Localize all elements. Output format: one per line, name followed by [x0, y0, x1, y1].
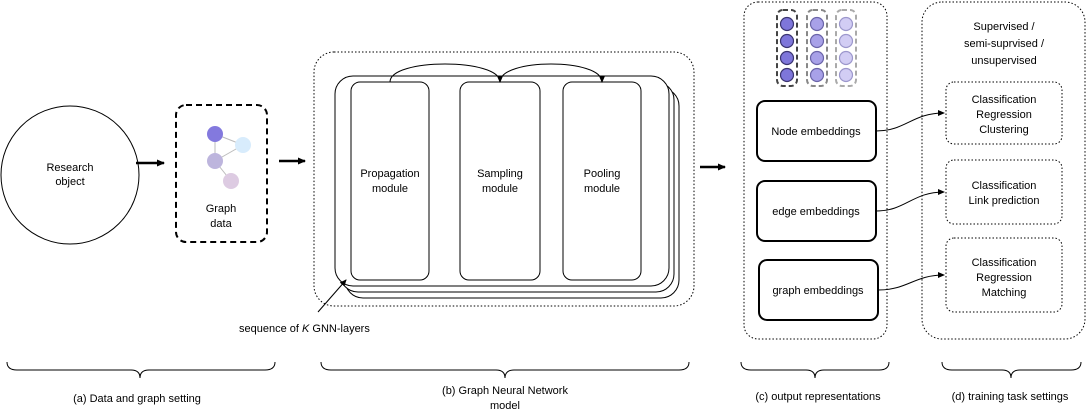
arrow-node-to-task: [875, 110, 945, 132]
node-task-3: Clustering: [979, 124, 1029, 136]
graph-task-1: Classification: [972, 257, 1037, 269]
edge-embeddings-box: edge embeddings: [756, 180, 877, 242]
edge-task-box: Classification Link prediction: [945, 159, 1063, 225]
caption-c: (c) output representations: [755, 391, 881, 403]
task-header-line1: Supervised /: [973, 21, 1035, 33]
edge-task-1: Classification: [972, 180, 1037, 192]
graph-node-purple: [207, 126, 223, 142]
caption-b-line2: model: [490, 400, 520, 412]
arrow-edge-to-task: [875, 189, 945, 212]
task-header-line2: semi-suprvised /: [964, 38, 1045, 50]
graph-embeddings-label: graph embeddings: [772, 285, 864, 297]
research-object-line2: object: [55, 176, 84, 188]
sampling-line1: Sampling: [477, 168, 523, 180]
sequence-pointer: [317, 279, 347, 313]
node-embeddings-label: Node embeddings: [771, 126, 861, 138]
graph-data-box: Graph data: [175, 104, 268, 243]
propagation-module: Propagation module: [350, 81, 430, 281]
brace-data-setting: [6, 361, 276, 379]
arrow-graph-to-task: [877, 272, 945, 291]
brace-task: [941, 361, 1082, 379]
edge-embeddings-label: edge embeddings: [772, 206, 860, 218]
node-task-1: Classification: [972, 94, 1037, 106]
sampling-module: Sampling module: [459, 81, 541, 281]
pooling-line1: Pooling: [584, 168, 621, 180]
graph-data-line2: data: [210, 218, 232, 230]
caption-a: (a) Data and graph setting: [73, 393, 201, 405]
graph-node-blue: [235, 137, 251, 153]
research-object: Research object: [0, 105, 140, 245]
pooling-module: Pooling module: [562, 81, 642, 281]
graph-task-3: Matching: [982, 287, 1027, 299]
graph-data-line1: Graph: [206, 203, 237, 215]
graph-node-lavender: [207, 153, 223, 169]
brace-gnn-model: [320, 361, 690, 379]
arrow-propagation-to-sampling: [389, 63, 503, 83]
node-task-box: Classification Regression Clustering: [945, 81, 1063, 145]
propagation-line2: module: [372, 183, 408, 195]
node-task-2: Regression: [976, 109, 1032, 121]
edge-task-2: Link prediction: [969, 195, 1040, 207]
caption-b-line1: (b) Graph Neural Network: [442, 385, 568, 397]
node-embeddings-box: Node embeddings: [756, 100, 877, 162]
graph-task-box: Classification Regression Matching: [945, 237, 1063, 313]
task-header-line3: unsupervised: [971, 55, 1036, 67]
pooling-line2: module: [584, 183, 620, 195]
sequence-note: sequence of K GNN-layers: [239, 323, 370, 335]
graph-task-2: Regression: [976, 272, 1032, 284]
task-header: Supervised / semi-suprvised / unsupervis…: [964, 21, 1045, 67]
arrow-sampling-to-pooling: [499, 63, 605, 83]
caption-d: (d) training task settings: [952, 391, 1069, 403]
graph-node-pink: [223, 173, 239, 189]
sampling-line2: module: [482, 183, 518, 195]
embedding-vectors: [776, 9, 857, 87]
research-object-line1: Research: [46, 162, 93, 174]
graph-embeddings-box: graph embeddings: [758, 259, 879, 321]
brace-output: [740, 361, 890, 379]
propagation-line1: Propagation: [360, 168, 419, 180]
